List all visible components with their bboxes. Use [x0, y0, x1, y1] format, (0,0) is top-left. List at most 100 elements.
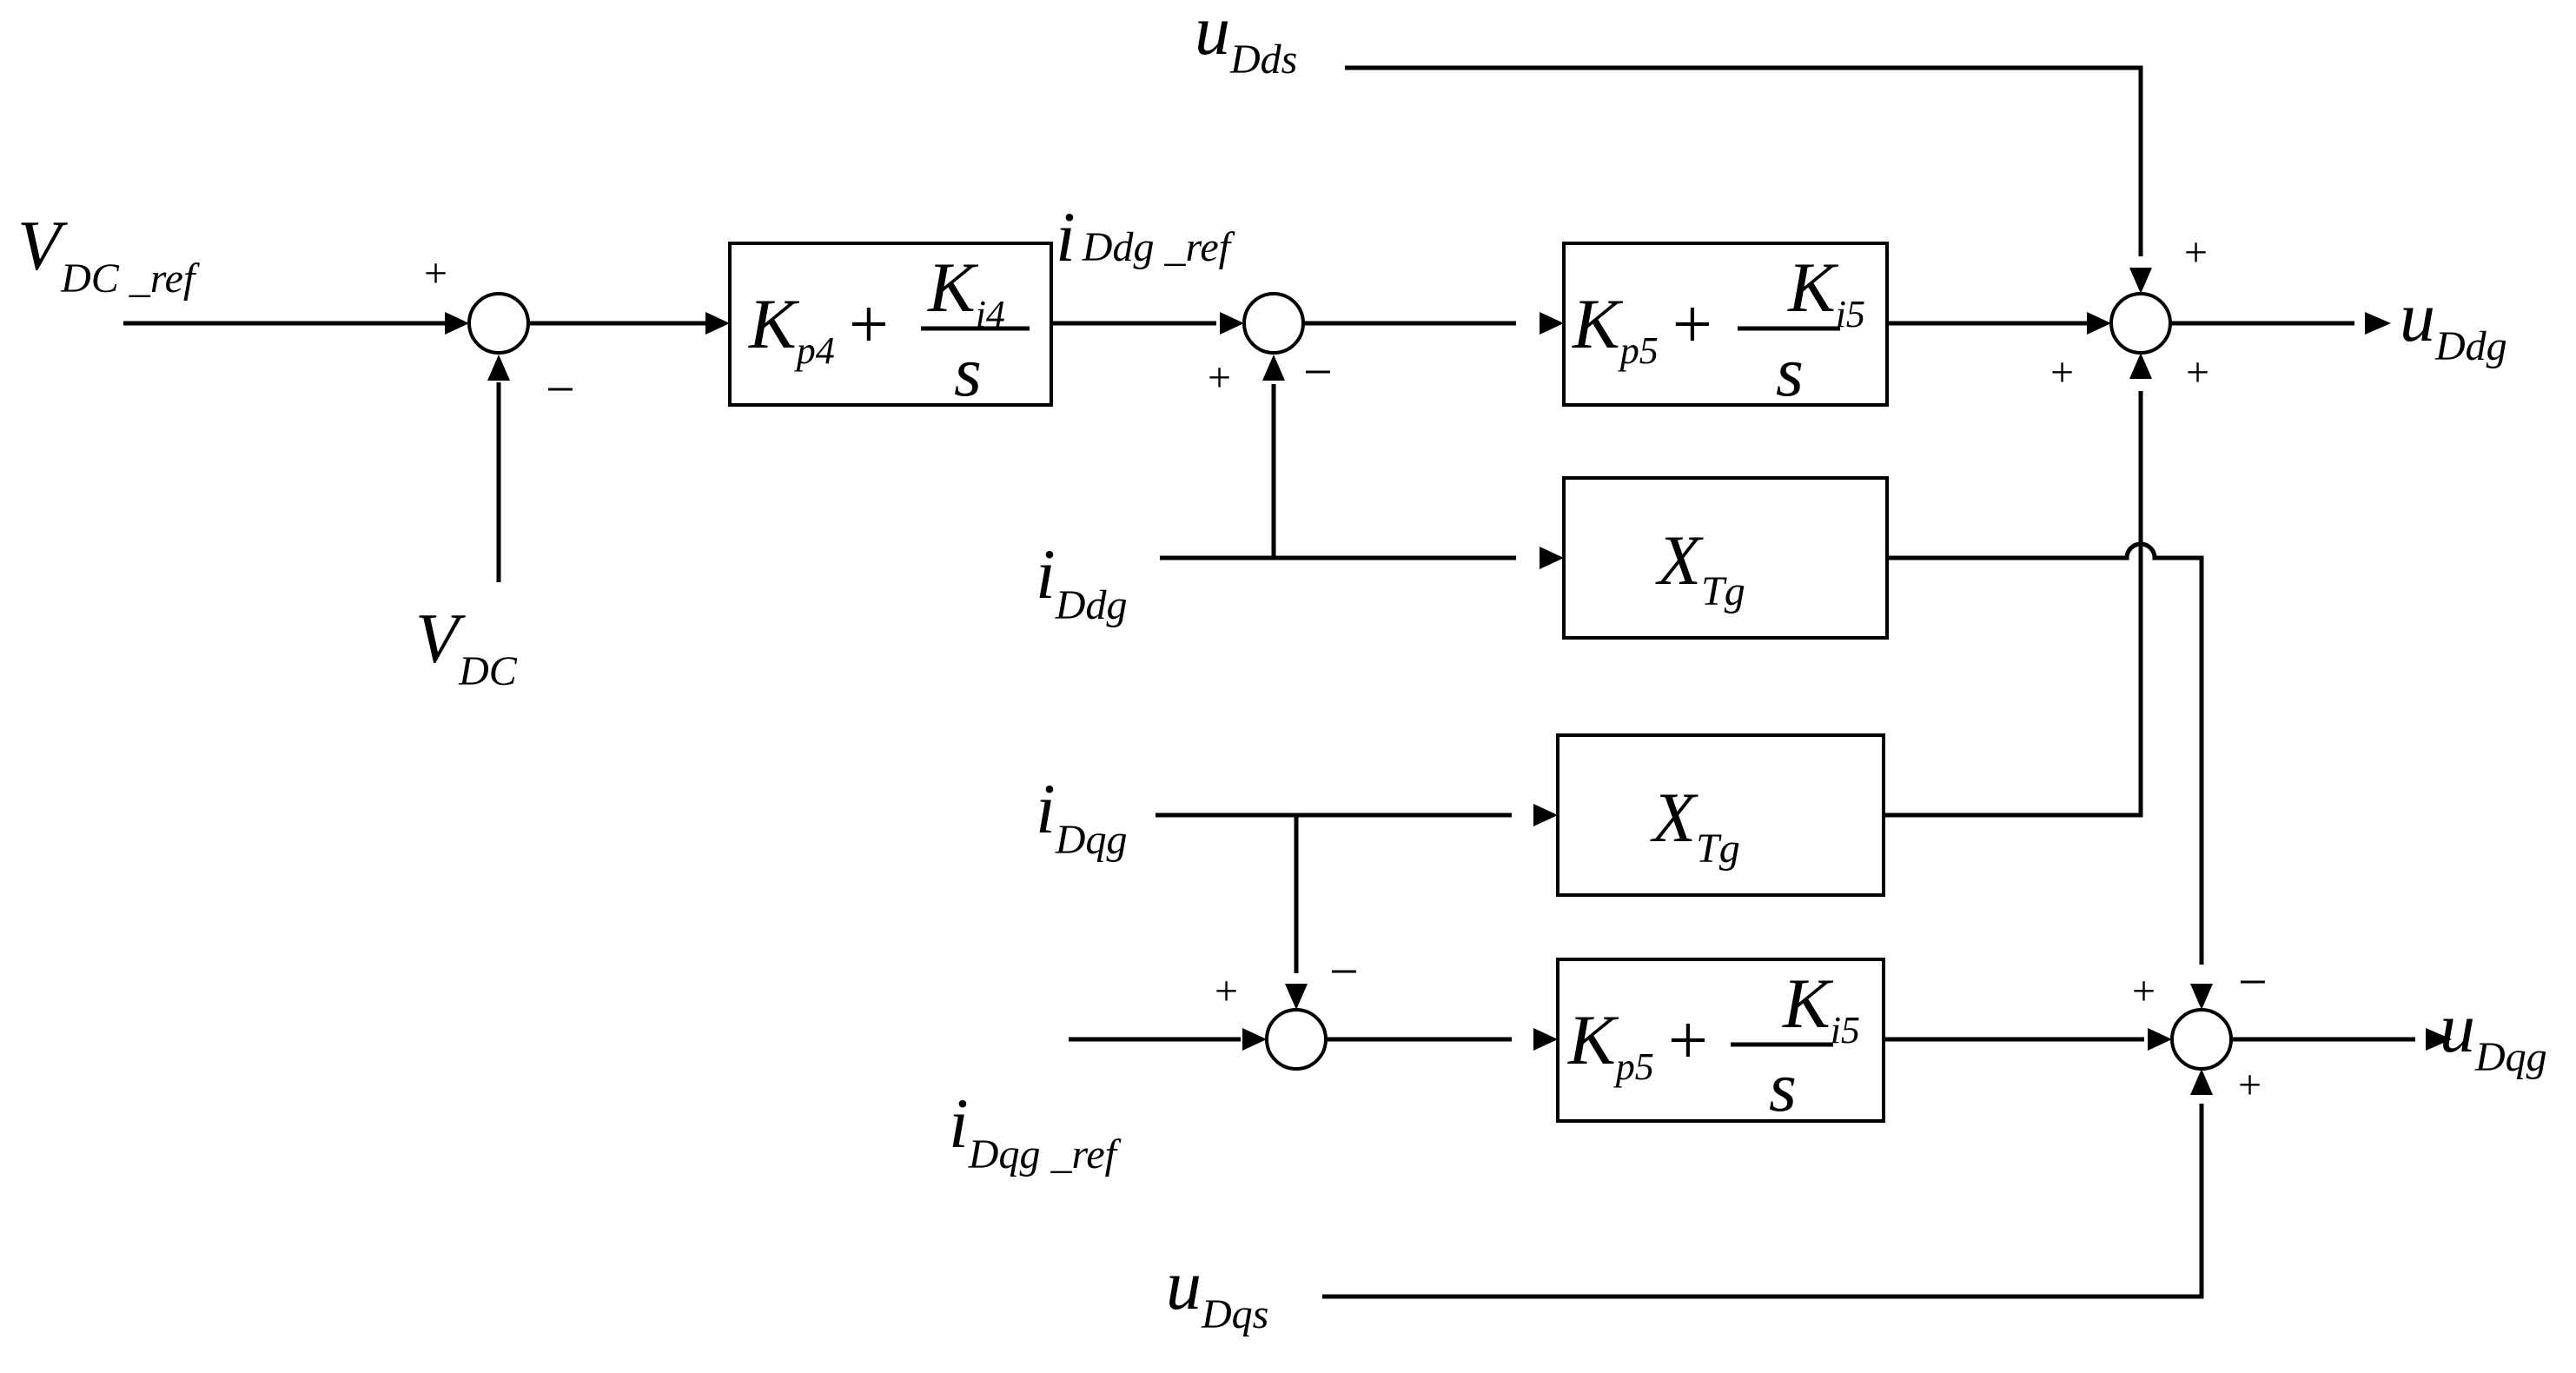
- pi-controller-q-box: [1556, 958, 1885, 1123]
- signal-label-udqs: uDqs: [1166, 1245, 1268, 1337]
- arrowhead-pi-dc-in: [705, 312, 730, 335]
- pi-q-kp: K: [1567, 1000, 1619, 1079]
- sign-sum1-minus: −: [546, 361, 575, 418]
- udqs-main: u: [1166, 1245, 1202, 1324]
- signal-label-udds: uDds: [1195, 0, 1297, 83]
- sign-sum3-plus-left: +: [2050, 349, 2074, 395]
- sign-sum3-plus-top: +: [2184, 229, 2208, 275]
- xtg-q-label: XTg: [1650, 778, 1740, 872]
- pi-q-kp-sub: p5: [1613, 1045, 1654, 1088]
- vdc-ref-main: V: [17, 206, 68, 285]
- xtg-q-sub: Tg: [1696, 826, 1740, 872]
- signal-label-udqg: uDqg: [2440, 988, 2547, 1080]
- pi-q-ki: K: [1782, 964, 1834, 1043]
- idqg-ref-sub: Dqg _ref: [968, 1131, 1122, 1177]
- vdc-ref-sub: DC _ref: [60, 255, 200, 302]
- pi-controller-d-box: [1562, 242, 1889, 407]
- summing-junction-q-voltage: [2170, 1008, 2233, 1071]
- arrowhead-uddg-out: [2365, 312, 2391, 335]
- pi-controller-q-block: Kp5+ Ki5 s: [1556, 958, 1885, 1126]
- arrowhead-xtg-d-in: [1540, 547, 1564, 569]
- signal-label-idqg-ref: iDqg _ref: [949, 1084, 1122, 1177]
- udds-main: u: [1195, 0, 1230, 70]
- iddg-ref-sub: Ddg _ref: [1082, 224, 1235, 270]
- wire-xtg-d-to-sum4: [1887, 541, 2204, 965]
- iddg-sub: Ddg: [1055, 582, 1128, 628]
- vdc-main: V: [415, 599, 466, 678]
- arrowhead-sum2-bottom: [1262, 355, 1285, 381]
- uddg-main: u: [2400, 277, 2435, 356]
- xtg-d-box: [1562, 476, 1889, 640]
- summing-junction-q-current: [1265, 1008, 1328, 1071]
- pi-dc-ki: K: [927, 248, 979, 327]
- pi-dc-kp: K: [748, 284, 800, 363]
- pi-d-ki: K: [1787, 248, 1839, 327]
- udqg-sub: Dqg: [2474, 1034, 2547, 1080]
- xtg-d-label: XTg: [1655, 521, 1745, 614]
- udqs-sub: Dqs: [1201, 1291, 1268, 1337]
- pi-dc-plus: +: [849, 284, 889, 363]
- arrowhead-sum3-in: [2087, 312, 2111, 335]
- pi-dc-denominator: s: [954, 332, 982, 411]
- arrowhead-sum4-top: [2190, 984, 2213, 1010]
- pi-controller-d-block: Kp5 + Ki5 s: [1562, 242, 1889, 411]
- sign-sum3-plus-bottom: +: [2186, 349, 2209, 395]
- sign-sum4-minus: −: [2238, 953, 2268, 1011]
- signal-label-iddg: iDdg: [1036, 534, 1127, 628]
- signal-label-uddg: uDdg: [2400, 277, 2507, 369]
- arrowhead-sum2-in: [1220, 312, 1244, 335]
- pi-dc-kp-sub: p4: [794, 329, 835, 372]
- udds-sub: Dds: [1229, 36, 1297, 83]
- arrowhead-sum4-in: [2148, 1028, 2172, 1051]
- signal-label-vdc: VDC: [415, 599, 518, 694]
- pi-d-plus: +: [1672, 284, 1712, 363]
- pi-d-numerator: Kp5 +: [1572, 284, 1712, 372]
- wire-udds-to-sum3: [1345, 65, 2143, 256]
- summing-junction-d-current: [1242, 292, 1305, 355]
- xtg-q-block: XTg: [1556, 733, 1885, 897]
- vdc-sub: DC: [458, 648, 518, 694]
- pi-q-denominator: s: [1769, 1047, 1797, 1126]
- arrowhead-pi-q-in: [1533, 1028, 1558, 1051]
- pi-d-kp: K: [1572, 284, 1624, 363]
- summing-junction-dc: [467, 292, 530, 355]
- wire-xtg-q-to-sum3: [1884, 391, 2143, 818]
- arrowhead-sum3-bottom: [2129, 353, 2152, 379]
- udqg-main: u: [2440, 988, 2475, 1067]
- xtg-d-main: X: [1655, 521, 1704, 600]
- pi-q-ki-sub: i5: [1831, 1009, 1860, 1051]
- idqg-ref-main: i: [949, 1084, 969, 1163]
- arrowhead-sum3-top: [2129, 268, 2152, 294]
- sign-sum4-plus-left: +: [2132, 968, 2155, 1014]
- sign-sum2-plus: +: [1208, 355, 1231, 401]
- sign-sum4-plus-bottom: +: [2238, 1062, 2261, 1108]
- arrowhead-sum4-bottom: [2190, 1069, 2213, 1095]
- arrowhead-pi-d-in: [1540, 312, 1564, 335]
- pi-q-ki-term: Ki5: [1782, 964, 1860, 1051]
- wire-udqs-to-sum4: [1322, 1104, 2204, 1299]
- pi-q-numerator: Kp5+: [1567, 1000, 1708, 1088]
- xtg-d-block: XTg: [1562, 476, 1889, 640]
- idqg-sub: Dqg: [1055, 817, 1128, 863]
- sign-sum5-minus: −: [1329, 943, 1359, 1000]
- sign-sum2-minus: −: [1303, 343, 1333, 401]
- idqg-main: i: [1036, 769, 1056, 848]
- sign-sum5-plus: +: [1215, 968, 1238, 1014]
- pi-controller-dc-box: [728, 242, 1053, 407]
- arrowhead-sum5-in: [1242, 1028, 1267, 1051]
- iddg-main: i: [1036, 534, 1056, 614]
- arrowhead-sum1-bottom: [487, 355, 510, 381]
- arrowheads: [445, 268, 2452, 1095]
- pi-d-ki-sub: i5: [1836, 293, 1865, 335]
- sign-sum1-plus: +: [424, 250, 447, 296]
- xtg-q-main: X: [1650, 778, 1699, 857]
- arrowhead-sum1-in: [445, 312, 469, 335]
- pi-d-ki-term: Ki5: [1787, 248, 1865, 335]
- pi-d-denominator: s: [1776, 332, 1804, 411]
- arrowhead-udqg-out: [2426, 1028, 2452, 1051]
- pi-d-kp-sub: p5: [1618, 329, 1659, 372]
- arrowhead-sum5-top: [1285, 984, 1308, 1010]
- xtg-q-box: [1556, 733, 1885, 897]
